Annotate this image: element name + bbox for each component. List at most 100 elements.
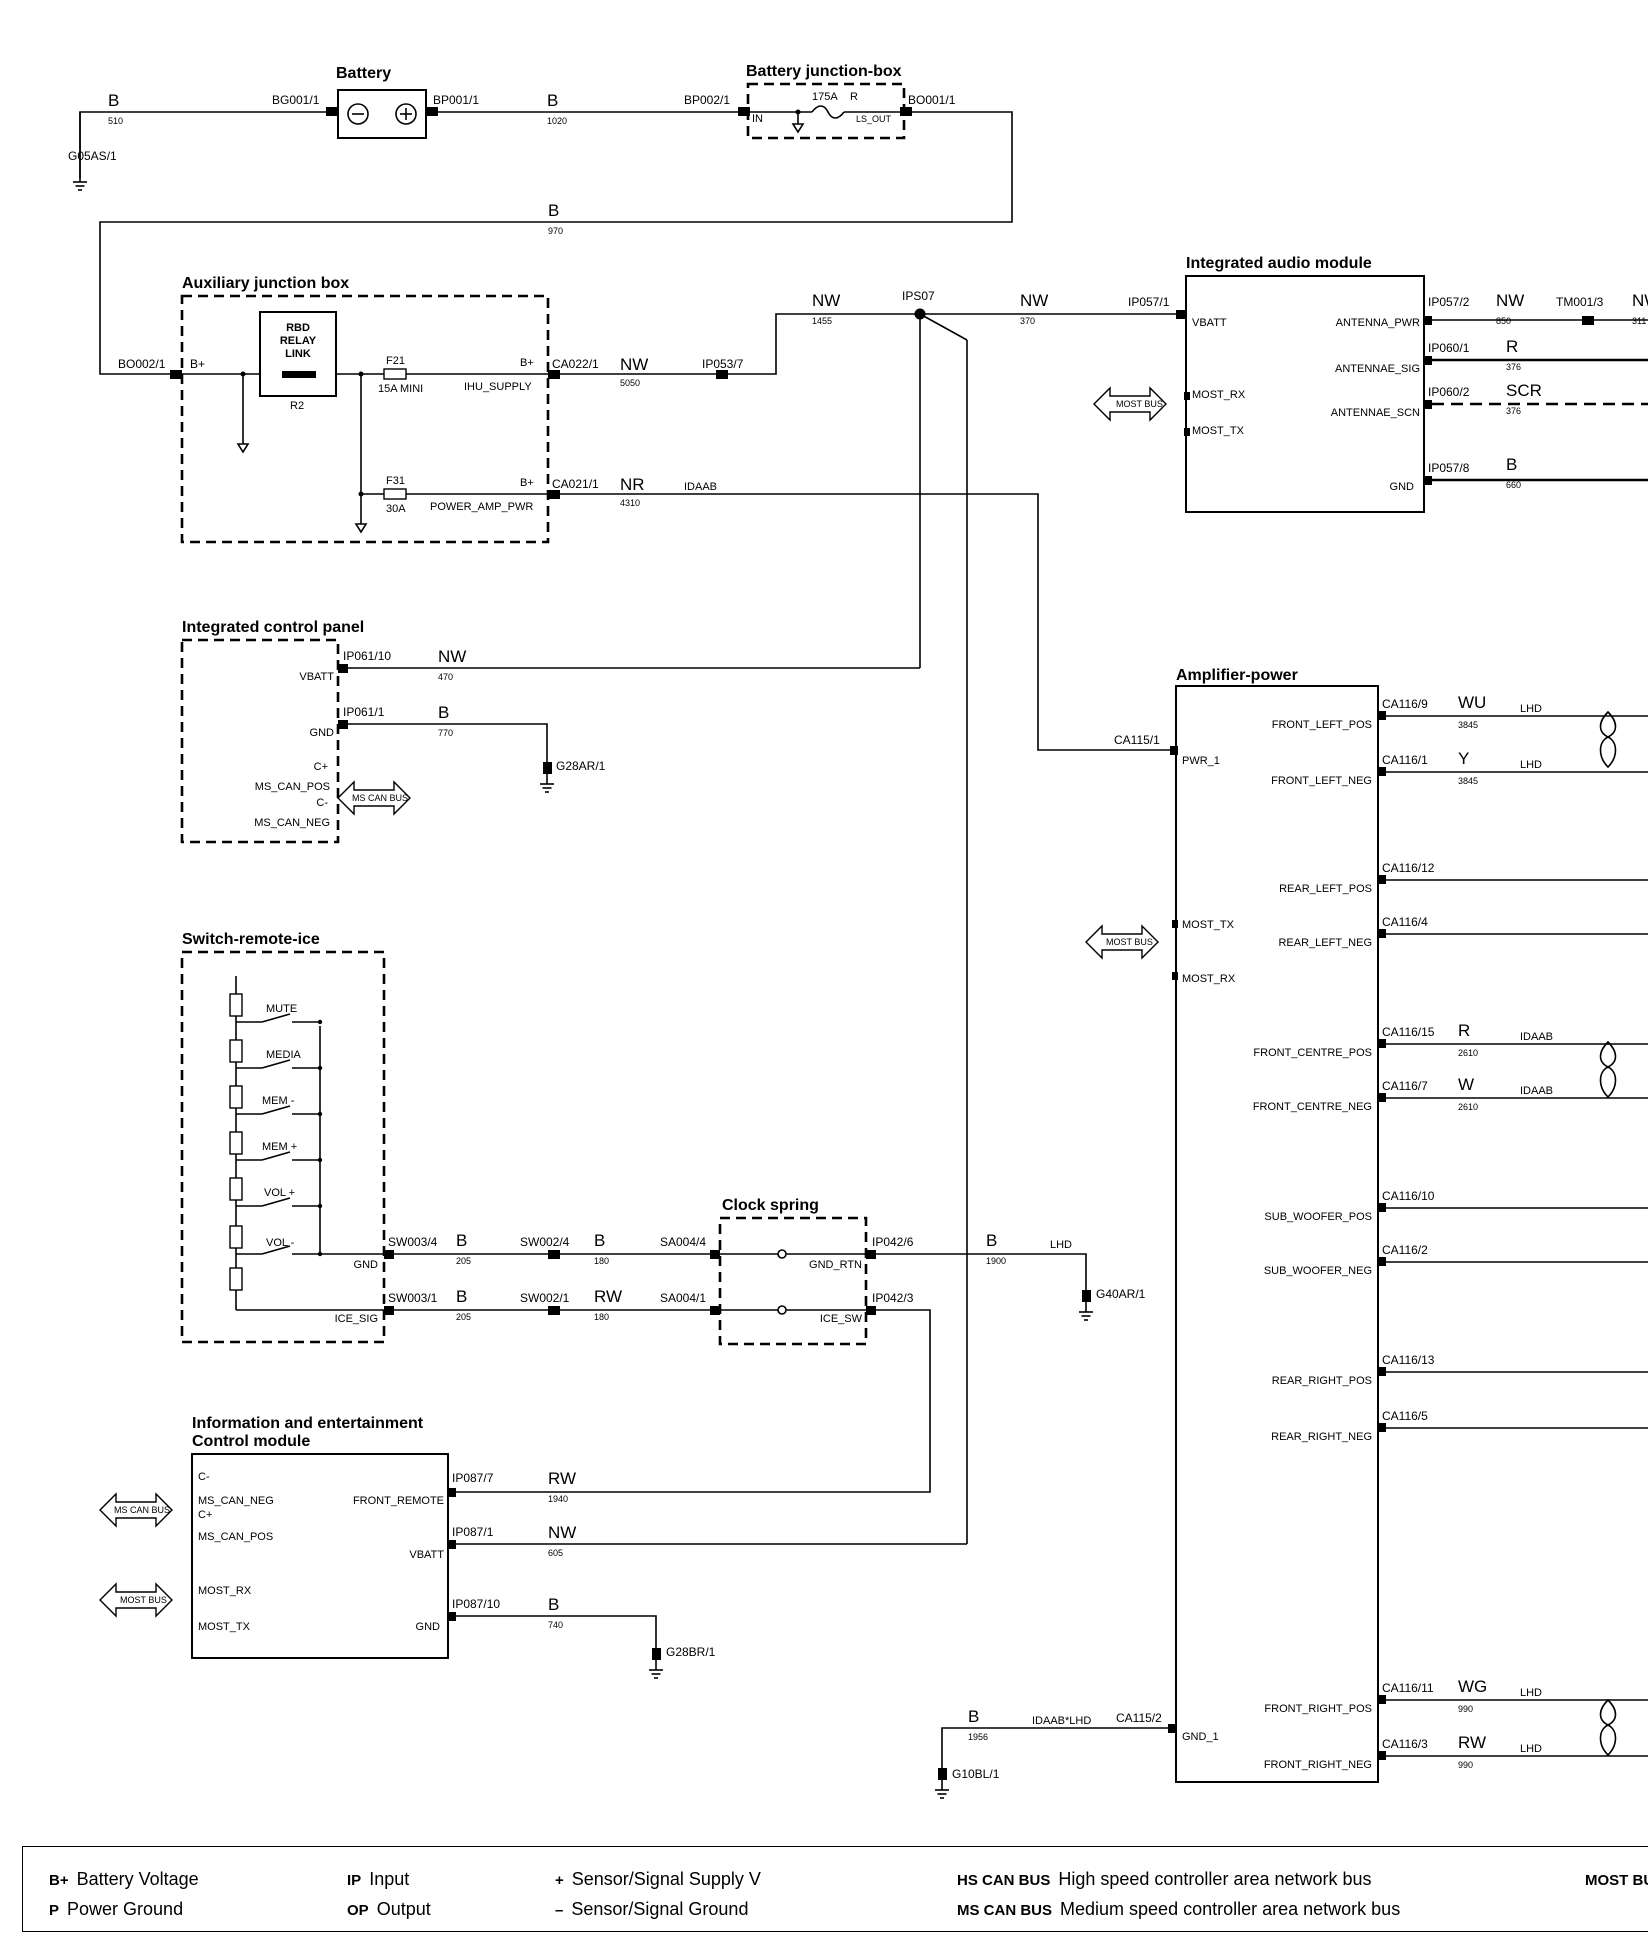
pin-label: GND — [416, 1621, 441, 1633]
wire-number: 205 — [456, 1256, 471, 1266]
wire-number: 970 — [548, 226, 563, 236]
connector-label: BO001/1 — [908, 93, 956, 107]
pin-label: FRONT_RIGHT_POS — [1264, 1703, 1372, 1715]
pin-label: C+ — [198, 1509, 212, 1521]
component-title: Integrated control panel — [182, 619, 364, 636]
switch-label-vol-plus: VOL + — [264, 1187, 295, 1199]
connector-label: CA115/2 — [1116, 1711, 1162, 1725]
component-title: Integrated audio module — [1186, 255, 1372, 272]
pin-label: ICE_SW — [820, 1313, 863, 1325]
wire-number: 180 — [594, 1256, 609, 1266]
amplifier-power: Amplifier-power CA115/1 PWR_1 MOST BUS M… — [934, 667, 1648, 1799]
switch-label-media: MEDIA — [266, 1049, 302, 1061]
wire-number: 470 — [438, 672, 453, 682]
wire-number: 376 — [1506, 362, 1521, 372]
component-title: Battery junction-box — [746, 63, 902, 80]
speaker-front-left — [1599, 711, 1617, 768]
pin-label: VBATT — [299, 671, 334, 683]
svg-text:RELAY: RELAY — [280, 335, 317, 347]
wire-color: B — [548, 1595, 559, 1614]
wire-number: 740 — [548, 1620, 563, 1630]
bus-label: MOST BUS — [120, 1595, 167, 1605]
component-title: Control module — [192, 1433, 310, 1450]
speaker-front-centre — [1599, 1041, 1617, 1098]
wire-color: NW — [620, 355, 648, 374]
pin-label: GND_RTN — [809, 1259, 862, 1271]
pin-label: FRONT_CENTRE_NEG — [1253, 1101, 1372, 1113]
wire-number: 311 — [1632, 316, 1646, 326]
wire-color: NW — [1496, 291, 1524, 310]
wire-color: B — [968, 1707, 979, 1726]
wire-color: B — [986, 1231, 997, 1250]
fuse-rating: 175A — [812, 91, 838, 103]
wire-color: B — [1506, 455, 1517, 474]
pin-label: IN — [752, 113, 763, 125]
pin-label: GND — [310, 727, 335, 739]
wire-color: NW — [1020, 291, 1048, 310]
connector-label: IP087/10 — [452, 1597, 500, 1611]
switch-remote-ice: Switch-remote-ice MUTE MEDIA MEM - MEM +… — [180, 931, 720, 1344]
ground-label: G28AR/1 — [556, 759, 606, 773]
wire-number: 510 — [108, 116, 123, 126]
connector-label: SW003/1 — [388, 1291, 438, 1305]
connector-label: IP060/2 — [1428, 385, 1470, 399]
connector-label: IP053/7 — [702, 357, 744, 371]
wire-number: 850 — [1496, 316, 1511, 326]
pin-label: MOST_RX — [198, 1585, 252, 1597]
wire-color: Y — [1458, 749, 1469, 768]
ground-label: G28BR/1 — [666, 1645, 716, 1659]
wire-number: 3845 — [1458, 720, 1478, 730]
wire-color: NW — [438, 647, 466, 666]
pin-label: FRONT_CENTRE_POS — [1253, 1047, 1372, 1059]
wire-color: WG — [1458, 1677, 1487, 1696]
connector-label: CA116/15 — [1382, 1025, 1435, 1039]
wire-color: B — [438, 703, 449, 722]
connector-label: SW002/4 — [520, 1235, 570, 1249]
bus-label: MS CAN BUS — [352, 793, 408, 803]
bus-label: MS CAN BUS — [114, 1505, 170, 1515]
wire-color: NR — [620, 475, 645, 494]
fuse-rating: 15A MINI — [378, 383, 423, 395]
pin-label: FRONT_REMOTE — [353, 1495, 444, 1507]
resistor-icon — [229, 1039, 243, 1063]
pin-label: C+ — [314, 761, 328, 773]
wire-color: NW — [1632, 291, 1648, 310]
wire-color: SCR — [1506, 381, 1542, 400]
connector-label: CA115/1 — [1114, 733, 1160, 747]
pin-label: REAR_RIGHT_POS — [1272, 1375, 1372, 1387]
connector-label: BG001/1 — [272, 93, 320, 107]
component-title: Battery — [336, 65, 391, 82]
pin-label: MOST_TX — [1192, 425, 1245, 437]
pin-label: REAR_LEFT_POS — [1279, 883, 1372, 895]
bus-label: MOST BUS — [1106, 937, 1153, 947]
wire-color: B — [547, 91, 558, 110]
connector-label: BP001/1 — [433, 93, 479, 107]
pin-label: FRONT_RIGHT_NEG — [1264, 1759, 1372, 1771]
connector-label: CA116/3 — [1382, 1737, 1428, 1751]
wire-number: 1020 — [547, 116, 567, 126]
wire-number: 2610 — [1458, 1102, 1478, 1112]
switch-contact-icon — [261, 1151, 291, 1161]
relay-link — [259, 311, 337, 397]
pin-label: B+ — [520, 357, 534, 369]
pin-label: B+ — [520, 477, 534, 489]
ground-label: G05AS/1 — [68, 149, 117, 163]
pin-label: IHU_SUPPLY — [464, 381, 532, 393]
pin-label: SUB_WOOFER_POS — [1264, 1211, 1372, 1223]
wire-number: 1956 — [968, 1732, 988, 1742]
connector-label: TM001/3 — [1556, 295, 1604, 309]
pin-label: VBATT — [1192, 317, 1227, 329]
pin-label: MS_CAN_POS — [255, 781, 330, 793]
legend-sensor-ground: –Sensor/Signal Ground — [555, 1899, 749, 1919]
connector-label: CA116/4 — [1382, 915, 1428, 929]
connector-label: CA116/1 — [1382, 753, 1428, 767]
connector-label: IP087/7 — [452, 1471, 494, 1485]
wire-color: R — [1506, 337, 1518, 356]
wire-note: LHD — [1520, 703, 1542, 715]
connector-label: CA022/1 — [552, 357, 599, 371]
fuse-type: R — [850, 91, 858, 103]
